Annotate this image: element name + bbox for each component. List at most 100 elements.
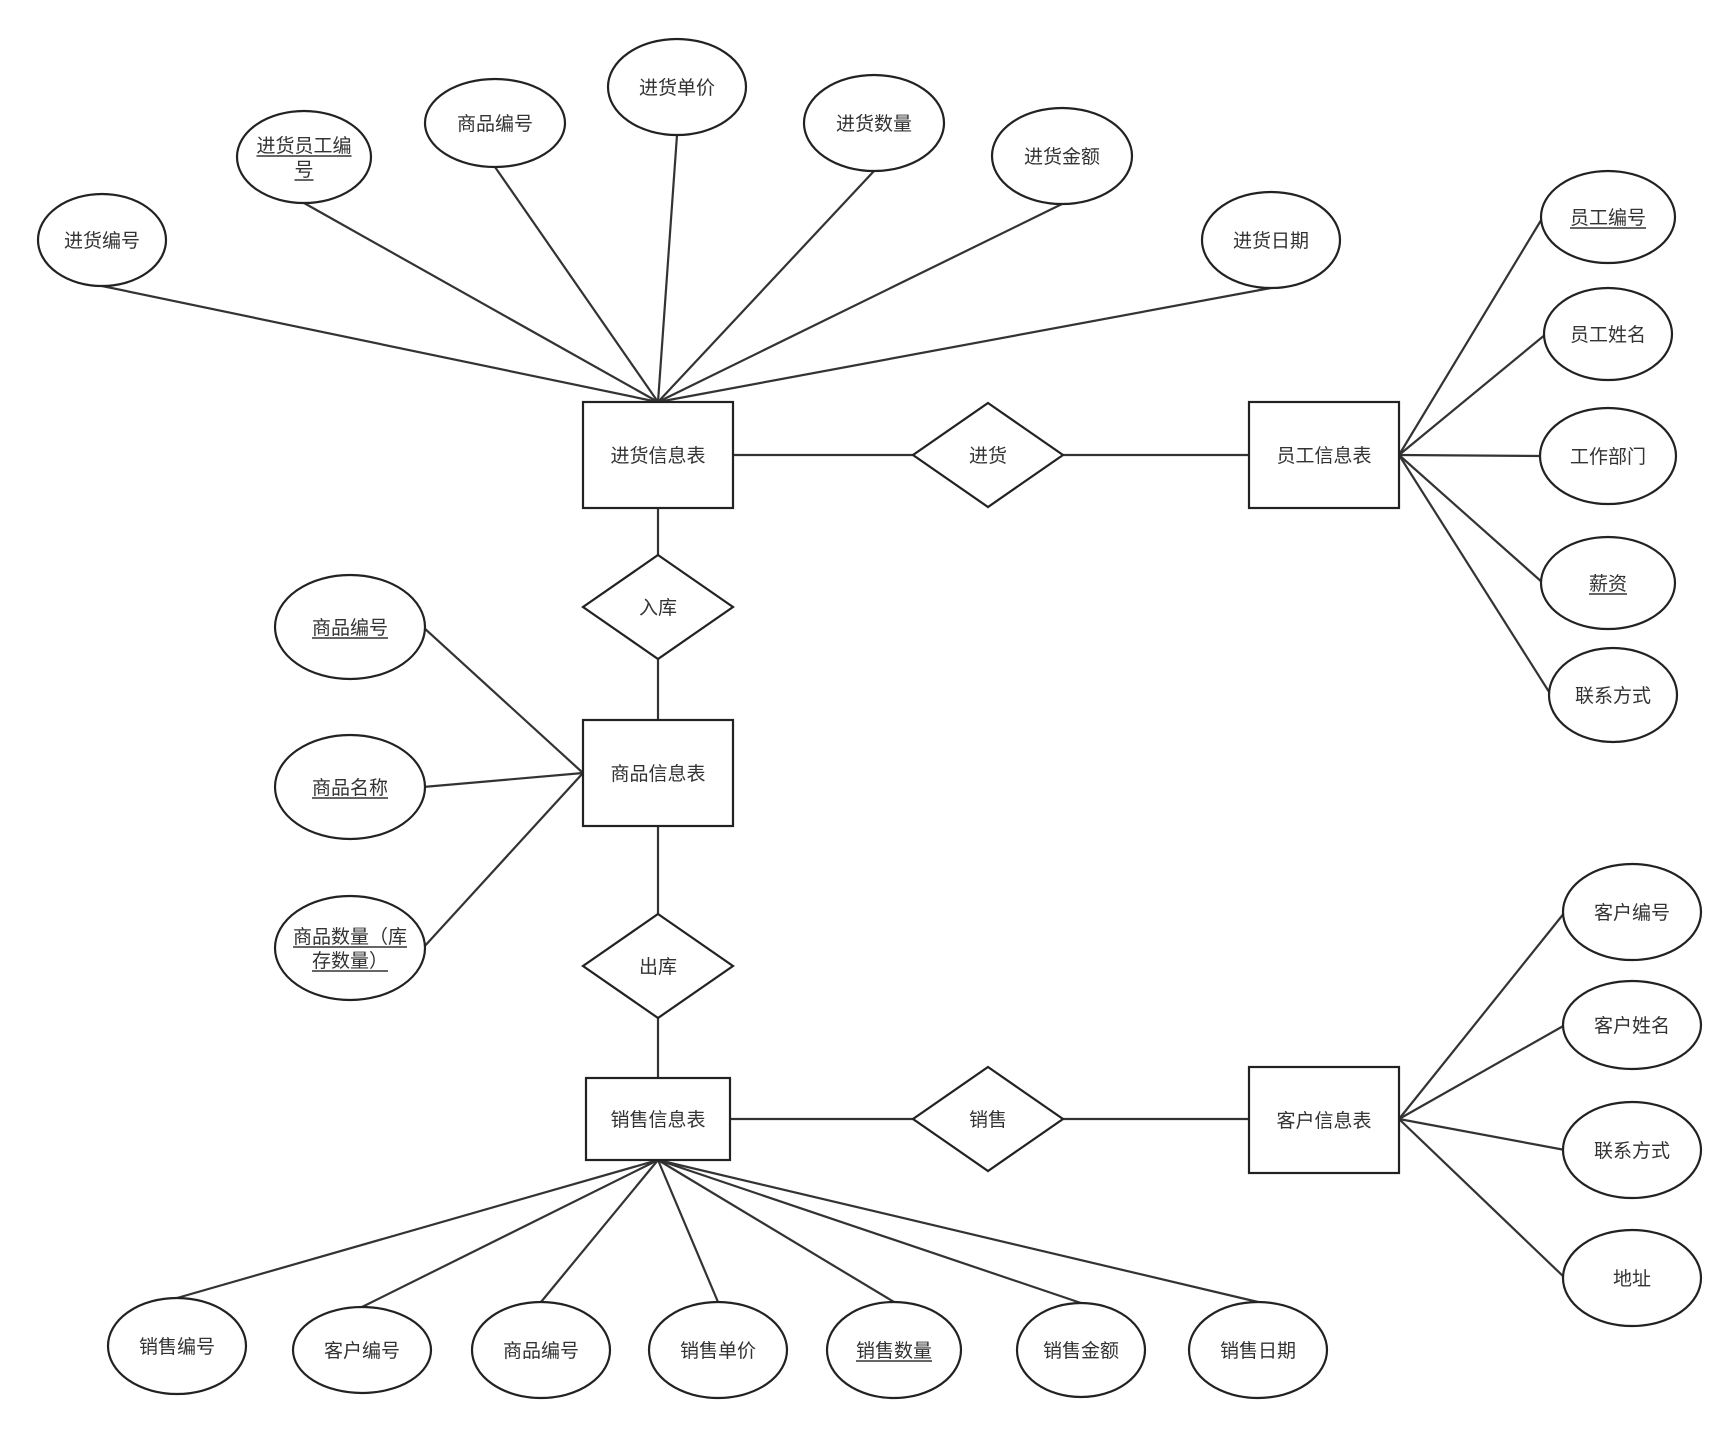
entity-label-sales: 销售信息表: [610, 1109, 705, 1131]
attribute-label-product-1: 商品名称: [312, 777, 388, 799]
relationship-label-sale_rel: 销售: [969, 1109, 1007, 1131]
edge-employee-attr-3: [1398, 454, 1544, 584]
attribute-label-purchase-1: 号: [294, 159, 313, 181]
attribute-label-sales-6: 销售日期: [1220, 1340, 1296, 1362]
relationship-purchase_rel: [911, 401, 1065, 509]
entity-purchase: [581, 400, 735, 510]
attribute-employee-0: [1539, 169, 1677, 265]
entity-employee: [1247, 400, 1401, 510]
attribute-label-customer-0: 客户编号: [1594, 902, 1670, 924]
attribute-employee-1: [1542, 286, 1674, 382]
edge-purchase-attr-4: [657, 170, 875, 403]
edge-purchase-attr-5: [657, 203, 1063, 403]
attribute-label-customer-1: 客户姓名: [1594, 1015, 1670, 1037]
edge-customer-attr-0: [1398, 911, 1566, 1120]
edge-customer-attr-2: [1398, 1117, 1566, 1152]
attribute-purchase-4: [802, 73, 946, 173]
edge-customer-attr-1: [1398, 1024, 1566, 1120]
attribute-label-sales-1: 客户编号: [324, 1340, 400, 1362]
attribute-label-purchase-6: 进货日期: [1233, 230, 1309, 252]
relationship-label-stock_out: 出库: [639, 956, 677, 978]
attribute-label-employee-1: 员工姓名: [1570, 324, 1646, 346]
entity-label-customer: 客户信息表: [1276, 1110, 1371, 1132]
edge-employee-attr-2: [1398, 453, 1543, 458]
entity-label-product: 商品信息表: [610, 763, 705, 785]
edge-employee-attr-1: [1398, 333, 1547, 456]
attribute-sales-2: [470, 1300, 612, 1400]
edge-purchase-attr-6: [657, 286, 1272, 404]
edge-sales-attr-5: [657, 1158, 1082, 1305]
attribute-sales-1: [291, 1305, 433, 1395]
attribute-purchase-2: [423, 77, 567, 169]
relationship-stock_out: [581, 912, 735, 1020]
entity-customer: [1247, 1065, 1401, 1175]
relationship-label-purchase_rel: 进货: [969, 445, 1007, 467]
attribute-purchase-0: [36, 192, 168, 288]
edge-sales-attr-4: [657, 1159, 895, 1303]
attribute-sales-4: [825, 1300, 963, 1400]
edge-purchase-attr-1: [303, 202, 659, 403]
attribute-purchase-1: [235, 109, 373, 205]
edge-employee-attr-4: [1398, 454, 1552, 696]
attribute-label-purchase-4: 进货数量: [836, 113, 912, 135]
attribute-customer-0: [1561, 862, 1703, 962]
edge-employee-attr-0: [1398, 216, 1544, 456]
attribute-label-purchase-2: 商品编号: [457, 113, 533, 135]
edge-purchase-attr-2: [494, 166, 659, 403]
edge-customer-attr-3: [1398, 1118, 1566, 1279]
edge-product-attr-0: [422, 626, 584, 774]
attribute-purchase-5: [990, 106, 1134, 206]
edge-purchase-attr-3: [656, 134, 679, 403]
attribute-label-employee-4: 联系方式: [1575, 685, 1651, 707]
entity-sales: [584, 1076, 732, 1162]
attribute-sales-3: [647, 1300, 789, 1400]
attribute-label-employee-0: 员工编号: [1570, 207, 1646, 229]
attribute-employee-2: [1538, 406, 1678, 506]
attribute-customer-3: [1561, 1228, 1703, 1328]
edge-sales-attr-0: [176, 1158, 659, 1300]
attribute-product-1: [273, 733, 427, 841]
attribute-purchase-6: [1200, 190, 1342, 290]
edge-purchase-attr-0: [101, 284, 659, 404]
attribute-label-purchase-5: 进货金额: [1024, 146, 1100, 168]
attribute-customer-1: [1561, 979, 1703, 1071]
attribute-label-product-2: 存数量）: [312, 950, 388, 972]
edge-sales-attr-2: [540, 1159, 659, 1303]
attribute-sales-6: [1187, 1300, 1329, 1400]
attribute-label-sales-2: 商品编号: [503, 1340, 579, 1362]
attribute-product-2: [273, 894, 427, 1002]
attribute-label-sales-0: 销售编号: [139, 1336, 215, 1358]
attribute-label-customer-3: 地址: [1613, 1268, 1651, 1290]
attribute-label-purchase-0: 进货编号: [64, 230, 140, 252]
attribute-sales-0: [106, 1296, 248, 1396]
entity-label-purchase: 进货信息表: [610, 445, 705, 467]
attribute-label-product-0: 商品编号: [312, 617, 388, 639]
attribute-label-product-2: 商品数量（库: [293, 926, 407, 948]
edge-sales-attr-6: [657, 1158, 1259, 1304]
attribute-employee-4: [1547, 646, 1679, 744]
attribute-customer-2: [1561, 1100, 1703, 1200]
attribute-label-sales-5: 销售金额: [1043, 1340, 1119, 1362]
attribute-sales-5: [1015, 1301, 1147, 1399]
edge-product-attr-2: [422, 772, 584, 949]
attribute-product-0: [273, 573, 427, 681]
relationship-stock_in: [581, 553, 735, 661]
attribute-purchase-3: [606, 37, 748, 137]
edge-product-attr-1: [422, 771, 584, 789]
attribute-label-employee-3: 薪资: [1589, 573, 1627, 595]
edge-sales-attr-1: [361, 1159, 659, 1308]
attribute-label-customer-2: 联系方式: [1594, 1140, 1670, 1162]
attribute-label-purchase-3: 进货单价: [639, 77, 715, 99]
entity-product: [581, 718, 735, 828]
relationship-label-stock_in: 入库: [639, 597, 677, 619]
attribute-label-sales-3: 销售单价: [680, 1340, 756, 1362]
attribute-employee-3: [1539, 535, 1677, 631]
edge-sales-attr-3: [656, 1159, 720, 1303]
connector-lines: [101, 134, 1566, 1308]
attribute-label-sales-4: 销售数量: [856, 1340, 932, 1362]
entity-label-employee: 员工信息表: [1276, 445, 1371, 467]
attribute-label-purchase-1: 进货员工编: [256, 135, 351, 157]
relationship-sale_rel: [911, 1065, 1065, 1173]
